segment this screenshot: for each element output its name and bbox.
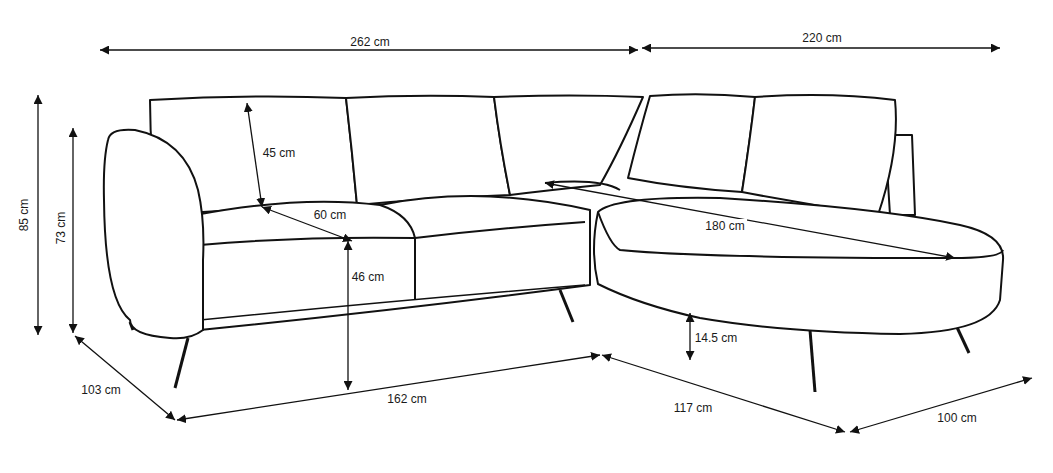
dimension-label: 220 cm (800, 31, 843, 45)
dimension-label: 262 cm (348, 35, 391, 49)
sofa-leg (175, 338, 188, 388)
dimension-line (347, 241, 348, 390)
dimension-line (37, 95, 38, 335)
chaise-edge (598, 212, 1003, 258)
dimension-line (100, 49, 638, 50)
back-cushion (346, 96, 510, 205)
dimension-lines (38, 48, 1032, 432)
seat (195, 196, 590, 330)
dimension-label: 162 cm (385, 392, 428, 406)
back-cushion (742, 95, 896, 215)
dimension-line (602, 355, 845, 432)
dimension-line (850, 378, 1032, 432)
seat-edge (200, 222, 585, 245)
dimension-label: 117 cm (672, 401, 714, 415)
dimension-line (262, 207, 352, 241)
dimension-label: 45 cm (261, 146, 298, 160)
seat-back-edge (545, 182, 620, 190)
sofa-outline (104, 94, 1003, 392)
dimension-label: 73 cm (54, 210, 68, 247)
back-cushion (494, 96, 643, 196)
dimension-label: 14.5 cm (693, 331, 740, 345)
dimension-line (689, 313, 690, 360)
seat-base (200, 285, 585, 320)
seat-seam (380, 205, 415, 300)
dimension-label: 180 cm (703, 219, 746, 233)
dimension-line (177, 355, 600, 420)
dimension-label: 60 cm (312, 208, 349, 222)
dimension-line (72, 128, 73, 333)
dimension-label: 46 cm (350, 270, 387, 284)
sofa-leg (810, 330, 815, 392)
dimension-line (545, 183, 955, 258)
armrest (104, 130, 204, 339)
dimension-label: 85 cm (17, 197, 31, 234)
dimension-line (75, 336, 175, 420)
sofa-leg (560, 290, 573, 322)
back-cushion (628, 94, 755, 192)
dimension-line (642, 47, 1000, 48)
dimension-label: 103 cm (79, 383, 122, 397)
dimension-label: 100 cm (935, 411, 978, 425)
chaise (594, 198, 1003, 334)
